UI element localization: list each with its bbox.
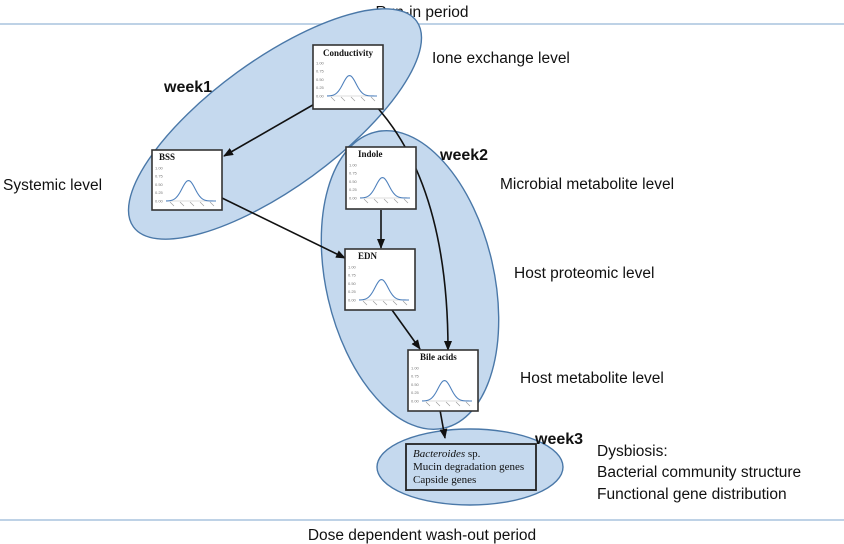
mini-ytick-label: 0.75 — [155, 174, 164, 179]
mini-xtick — [209, 201, 215, 207]
arrow-conductivity-bss — [223, 101, 319, 157]
mini-distribution-curve — [165, 179, 217, 202]
mini-ytick-label: 0.50 — [316, 77, 325, 82]
mini-xtick — [169, 201, 175, 207]
mini-ytick-label: 0.50 — [349, 179, 358, 184]
node-box — [312, 44, 384, 110]
level-systemic: Systemic level — [3, 177, 102, 194]
arrow-edn-bile-acids — [391, 309, 421, 350]
mini-ytick-label: 0.75 — [348, 273, 357, 278]
mini-ytick-label: 0.50 — [348, 281, 357, 286]
mini-xtick — [435, 401, 441, 407]
dysbiosis-title: Dysbiosis: — [597, 443, 668, 460]
mini-ytick-label: 0.50 — [155, 182, 164, 187]
mini-ytick-label: 0.00 — [349, 195, 358, 200]
week3-label: week3 — [534, 431, 583, 448]
week3-line2: Mucin degradation genes — [413, 461, 524, 473]
week3-box: Bacteroides sp. Mucin degradation genes … — [405, 443, 537, 491]
mini-ytick-label: 0.25 — [349, 187, 358, 192]
node-bile-acids: Bile acids 1.00 0.75 0.50 0.25 0.00 — [407, 349, 479, 412]
node-title: Indole — [358, 149, 383, 159]
bottom-band-label: Dose dependent wash-out period — [308, 527, 536, 544]
dysbiosis-line2: Functional gene distribution — [597, 486, 787, 503]
node-conductivity: Conductivity 1.00 0.75 0.50 0.25 0.00 — [312, 44, 384, 110]
arrow-conductivity-bile-acids — [374, 104, 452, 351]
week3-line3: Capside genes — [413, 474, 476, 486]
level-microbial: Microbial metabolite level — [500, 176, 674, 193]
bacteroides-italic: Bacteroides — [413, 448, 465, 460]
mini-ytick-label: 1.00 — [155, 165, 164, 170]
mini-xtick — [199, 201, 205, 207]
mini-ytick-label: 0.00 — [348, 297, 357, 302]
node-bss: BSS 1.00 0.75 0.50 0.25 0.00 — [151, 149, 223, 211]
node-title: Bile acids — [420, 352, 457, 362]
node-title: Conductivity — [323, 48, 374, 58]
week2-label: week2 — [439, 147, 488, 164]
mini-distribution-curve — [358, 278, 410, 301]
mini-xtick — [383, 198, 389, 204]
mini-xtick — [360, 96, 366, 102]
mini-ytick-label: 1.00 — [316, 60, 325, 65]
mini-xtick — [340, 96, 346, 102]
mini-xtick — [179, 201, 185, 207]
arrow-bile-acids-week3 — [439, 409, 448, 439]
mini-xtick — [455, 401, 461, 407]
mini-xtick — [350, 96, 356, 102]
mini-xtick — [372, 300, 378, 306]
mini-ytick-label: 0.25 — [316, 85, 325, 90]
arrow-bss-edn — [221, 197, 346, 259]
mini-xtick — [382, 300, 388, 306]
mini-distribution-curve — [326, 74, 378, 97]
bacteroides-suffix: sp. — [465, 448, 481, 460]
level-host-proteomic: Host proteomic level — [514, 265, 654, 282]
mini-xtick — [465, 401, 471, 407]
mini-ytick-label: 0.75 — [411, 374, 420, 379]
week3-ellipse — [376, 428, 564, 506]
level-host-metabolite: Host metabolite level — [520, 370, 664, 387]
mini-ytick-label: 0.75 — [349, 171, 358, 176]
mini-xtick — [392, 300, 398, 306]
mini-xtick — [189, 201, 195, 207]
mini-distribution-curve — [421, 379, 473, 402]
mini-ytick-label: 0.00 — [155, 198, 164, 203]
mini-ytick-label: 1.00 — [348, 264, 357, 269]
week3-box-frame — [405, 443, 537, 491]
node-edn: EDN 1.00 0.75 0.50 0.25 0.00 — [344, 248, 416, 311]
node-indole: Indole 1.00 0.75 0.50 0.25 0.00 — [345, 146, 417, 210]
week1-label: week1 — [163, 79, 212, 96]
level-ion-exchange: Ione exchange level — [432, 50, 570, 67]
mini-xtick — [370, 96, 376, 102]
mini-distribution-curve — [359, 176, 411, 199]
mini-xtick — [402, 300, 408, 306]
mini-xtick — [425, 401, 431, 407]
node-box — [151, 149, 223, 211]
mini-ytick-label: 0.25 — [411, 390, 420, 395]
mini-xtick — [403, 198, 409, 204]
mini-xtick — [330, 96, 336, 102]
mini-ytick-label: 0.25 — [155, 190, 164, 195]
mini-xtick — [362, 300, 368, 306]
mini-xtick — [393, 198, 399, 204]
mini-xtick — [445, 401, 451, 407]
mini-xtick — [363, 198, 369, 204]
mini-ytick-label: 0.00 — [411, 398, 420, 403]
node-title: BSS — [159, 152, 175, 162]
dysbiosis-line1: Bacterial community structure — [597, 464, 801, 481]
mini-xtick — [373, 198, 379, 204]
mini-ytick-label: 0.75 — [316, 69, 325, 74]
node-title: EDN — [358, 251, 378, 261]
mini-ytick-label: 1.00 — [411, 365, 420, 370]
mini-ytick-label: 1.00 — [349, 162, 358, 167]
mini-ytick-label: 0.25 — [348, 289, 357, 294]
mini-ytick-label: 0.50 — [411, 382, 420, 387]
week3-line1: Bacteroides sp. — [413, 448, 481, 460]
arrows — [221, 101, 452, 439]
mini-ytick-label: 0.00 — [316, 93, 325, 98]
